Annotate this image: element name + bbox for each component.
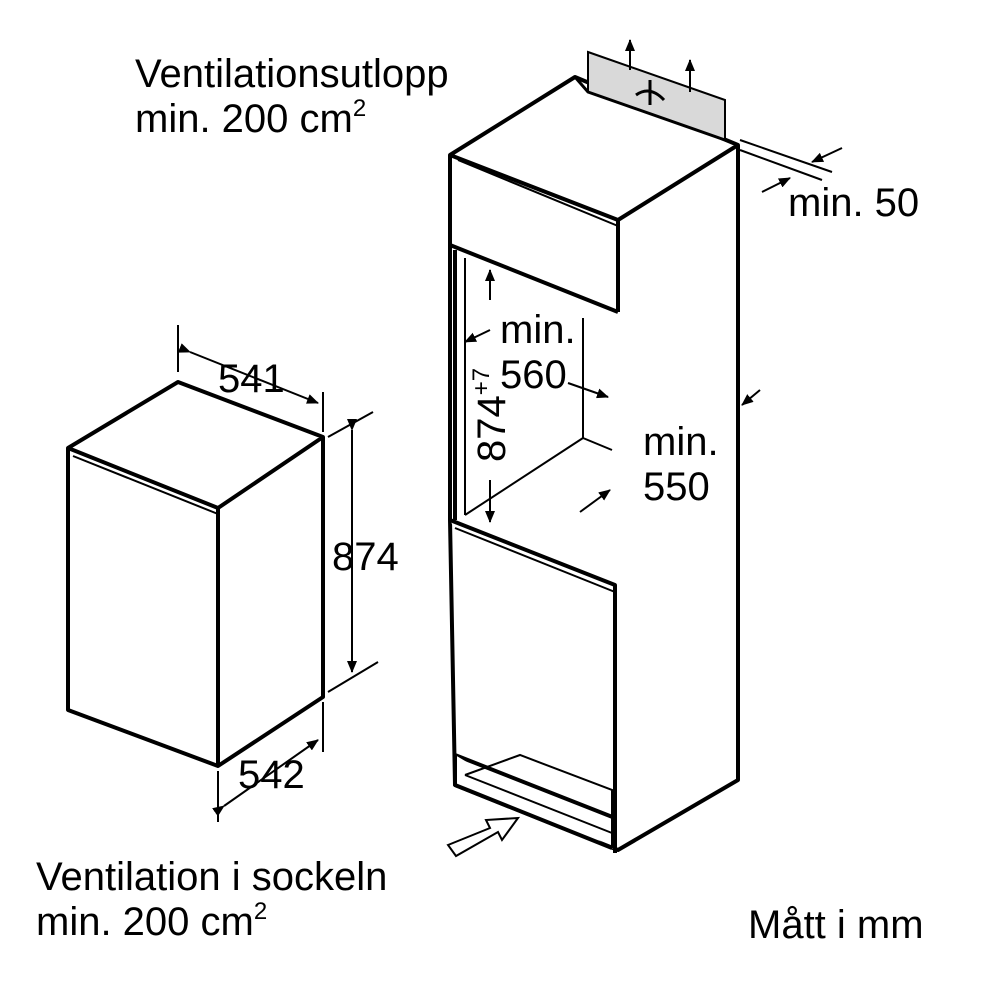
plinth-vent-label-text: min. 200 cm — [36, 900, 254, 944]
niche-tolerance-label: +7 — [468, 368, 495, 395]
min50-dimension — [739, 139, 843, 193]
plinth-vent-label-sup: 2 — [254, 898, 267, 925]
appliance-door-line — [72, 455, 219, 515]
vent-outlet-label-sup: 2 — [353, 95, 366, 122]
appliance-height-label: 874 — [332, 535, 399, 579]
plinth-vent-label-line1: Ventilation i sockeln — [36, 855, 387, 899]
niche-min-label: min. — [500, 308, 576, 352]
vent-outlet-label-line2: min. 200 cm2 — [135, 95, 366, 141]
units-label: Mått i mm — [748, 903, 924, 947]
depth-min-label: min. — [643, 420, 719, 464]
appliance-width-dimension — [177, 325, 324, 432]
appliance-depth-dimension — [212, 702, 324, 822]
depth-value-label: 550 — [643, 465, 710, 509]
appliance-box — [66, 380, 325, 768]
niche-floor-back — [464, 437, 584, 516]
depth-dimension — [579, 389, 761, 513]
plinth-vent-label-line2: min. 200 cm2 — [36, 898, 267, 944]
ventilation-outlet-grille — [573, 39, 739, 147]
cabinet-top-lip — [457, 159, 619, 227]
plinth-ventilation-arrow — [446, 816, 521, 858]
min50-label: min. 50 — [788, 181, 919, 225]
niche-width-label: 560 — [500, 353, 567, 397]
appliance-width-label: 541 — [218, 357, 285, 401]
lower-door-top — [449, 518, 617, 853]
cabinet-header-bottom — [449, 243, 619, 314]
appliance-height-dimension — [327, 411, 379, 693]
niche-height-label: 874+7 — [468, 368, 514, 462]
niche-width-dimension — [464, 329, 609, 399]
vent-outlet-label-text: min. 200 cm — [135, 97, 353, 141]
appliance-depth-label: 542 — [238, 753, 305, 797]
lower-door-bottom — [454, 753, 616, 820]
niche-height-rotated: 874+7 — [468, 368, 514, 462]
vent-outlet-label-line1: Ventilationsutlopp — [135, 52, 449, 96]
